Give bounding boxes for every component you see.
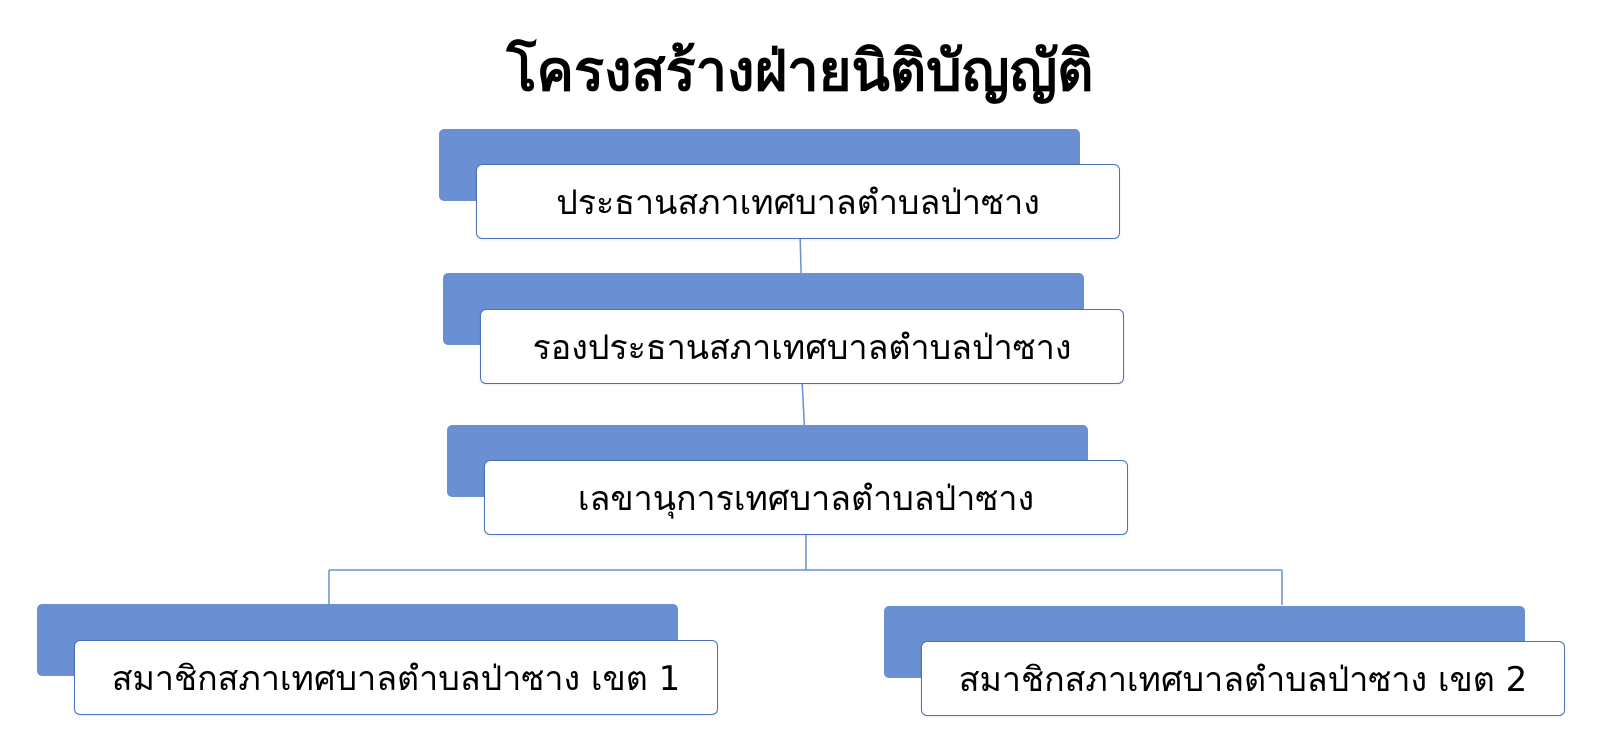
node-member-district-1-label: สมาชิกสภาเทศบาลตำบลป่าซาง เขต 1 bbox=[111, 658, 681, 699]
node-vice-chairman-box: รองประธานสภาเทศบาลตำบลป่าซาง bbox=[480, 309, 1124, 384]
node-member-district-2-box: สมาชิกสภาเทศบาลตำบลป่าซาง เขต 2 bbox=[921, 641, 1565, 716]
node-vice-chairman-label: รองประธานสภาเทศบาลตำบลป่าซาง bbox=[532, 327, 1072, 368]
node-chairman-box: ประธานสภาเทศบาลตำบลป่าซาง bbox=[476, 164, 1120, 239]
node-secretary-box: เลขานุการเทศบาลตำบลป่าซาง bbox=[484, 460, 1128, 535]
node-chairman-label: ประธานสภาเทศบาลตำบลป่าซาง bbox=[556, 182, 1040, 223]
node-member-district-1-box: สมาชิกสภาเทศบาลตำบลป่าซาง เขต 1 bbox=[74, 640, 718, 715]
node-member-district-2-label: สมาชิกสภาเทศบาลตำบลป่าซาง เขต 2 bbox=[958, 659, 1528, 700]
node-secretary-label: เลขานุการเทศบาลตำบลป่าซาง bbox=[577, 478, 1035, 519]
chart-title: โครงสร้างฝ่ายนิติบัญญัติ bbox=[506, 39, 1094, 104]
